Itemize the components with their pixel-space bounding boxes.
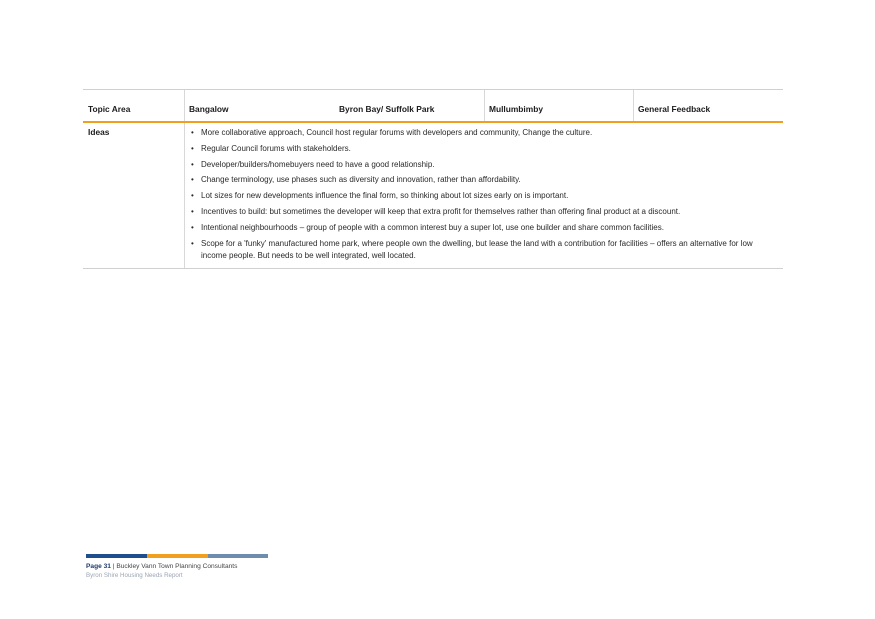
header-mullumbimby: Mullumbimby — [489, 104, 543, 114]
table-header-row: Topic Area Bangalow Byron Bay/ Suffolk P… — [83, 90, 783, 121]
list-item: •Regular Council forums with stakeholder… — [191, 143, 351, 153]
table-top-rule — [83, 89, 783, 90]
page-number: Page 31 — [86, 563, 111, 570]
ideas-list: •More collaborative approach, Council ho… — [189, 127, 779, 265]
report-title: Byron Shire Housing Needs Report — [86, 572, 183, 579]
header-topic-area: Topic Area — [88, 104, 131, 114]
list-item: •Lot sizes for new developments influenc… — [191, 191, 569, 201]
list-item: •More collaborative approach, Council ho… — [191, 128, 593, 137]
footer-bar-grey — [208, 554, 268, 558]
header-accent-rule — [83, 121, 783, 123]
bullet-icon: • — [191, 206, 194, 216]
footer-bar-orange — [147, 554, 208, 558]
footer-separator: | — [110, 563, 117, 570]
footer-page-info: Page 31 | Buckley Vann Town Planning Con… — [86, 563, 237, 570]
list-item: •Change terminology, use phases such as … — [191, 175, 521, 185]
bullet-icon: • — [191, 175, 194, 185]
bullet-icon: • — [191, 238, 194, 248]
bullet-icon: • — [191, 159, 194, 169]
bullet-icon: • — [191, 222, 194, 232]
header-divider — [184, 90, 185, 121]
list-item: •Developer/builders/homebuyers need to h… — [191, 159, 435, 169]
bullet-icon: • — [191, 191, 194, 201]
table-row: Ideas •More collaborative approach, Coun… — [83, 123, 783, 268]
header-bangalow: Bangalow — [189, 104, 229, 114]
bullet-icon: • — [191, 128, 194, 137]
topic-ideas: Ideas — [88, 127, 110, 137]
list-item: •Incentives to build: but sometimes the … — [191, 206, 681, 216]
header-byron-bay: Byron Bay/ Suffolk Park — [339, 104, 435, 114]
header-divider — [484, 90, 485, 121]
list-item: •Intentional neighbourhoods – group of p… — [191, 222, 664, 232]
row-divider — [184, 123, 185, 268]
bullet-icon: • — [191, 143, 194, 153]
company-name: Buckley Vann Town Planning Consultants — [116, 563, 238, 570]
header-general-feedback: General Feedback — [638, 104, 711, 114]
table-bottom-rule — [83, 268, 783, 269]
header-divider — [633, 90, 634, 121]
list-item: •Scope for a 'funky' manufactured home p… — [191, 238, 753, 260]
footer-bar-blue — [86, 554, 147, 558]
